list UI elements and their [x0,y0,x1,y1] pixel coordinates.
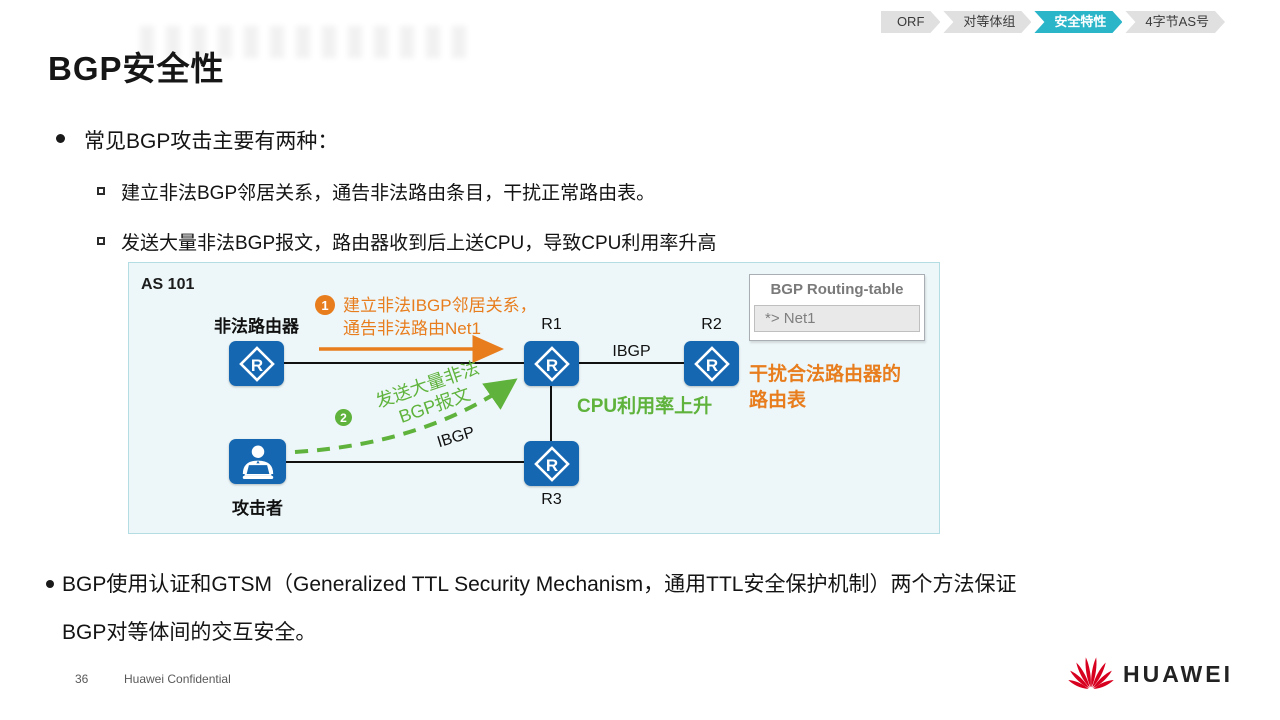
breadcrumb-tabs: ORF 对等体组 安全特性 4字节AS号 [881,11,1225,33]
tab-peer-group[interactable]: 对等体组 [943,11,1031,33]
attacker-icon [229,439,286,484]
router-r2-icon: R [684,341,739,386]
cpu-usage-text: CPU利用率上升 [577,396,713,417]
r1-label: R1 [541,316,562,333]
illegal-router-icon: R [229,341,284,386]
huawei-flower-icon [1068,657,1114,689]
router-glyph: R [545,456,557,475]
router-glyph: R [705,356,717,375]
illegal-router-label: 非法路由器 [214,317,299,336]
bullet1-text: 常见BGP攻击主要有两种： [84,130,339,153]
sub-bullet-square [97,237,105,245]
tab-orf[interactable]: ORF [881,11,940,33]
page-title: BGP安全性 [48,50,225,87]
bullet2-line2: BGP对等体间的交互安全。 [62,621,317,644]
tab-security-feature[interactable]: 安全特性 [1034,11,1122,33]
routing-table-entry: *> Net1 [754,305,920,332]
tab-4byte-as[interactable]: 4字节AS号 [1125,11,1225,33]
step1-text: 建立非法IBGP邻居关系， 通告非法路由Net1 [343,296,537,338]
routing-table-title: BGP Routing-table [770,281,904,298]
r3-label: R3 [541,491,562,508]
router-r1-icon: R [524,341,579,386]
topology-diagram: AS 101 R R R R [128,262,940,534]
router-glyph: R [250,356,262,375]
step1-badge: 1 [315,295,335,315]
page-number: 36 [75,672,89,686]
sub-bullet-square [97,187,105,195]
sub-bullet1-text: 建立非法BGP邻居关系，通告非法路由条目，干扰正常路由表。 [121,183,656,204]
bullet-dot [46,580,54,588]
bullet-dot [56,134,65,143]
router-r3-icon: R [524,441,579,486]
confidential-label: Huawei Confidential [124,672,231,686]
r2-label: R2 [701,316,722,333]
diagram-lines [284,335,684,463]
disturb-text: 干扰合法路由器的 路由表 [749,364,902,411]
huawei-wordmark: HUAWEI [1123,660,1233,687]
bullet2-line1: BGP使用认证和GTSM（Generalized TTL Security Me… [62,573,1017,596]
bgp-routing-table: BGP Routing-table *> Net1 [749,274,925,341]
sub-bullet2-text: 发送大量非法BGP报文，路由器收到后上送CPU，导致CPU利用率升高 [121,233,717,254]
huawei-logo: HUAWEI [1068,655,1233,693]
attacker-label: 攻击者 [232,499,283,518]
router-glyph: R [545,356,557,375]
step2-badge: 2 [335,409,352,426]
as-label: AS 101 [141,276,195,293]
ibgp-label-r1r2: IBGP [612,343,651,360]
